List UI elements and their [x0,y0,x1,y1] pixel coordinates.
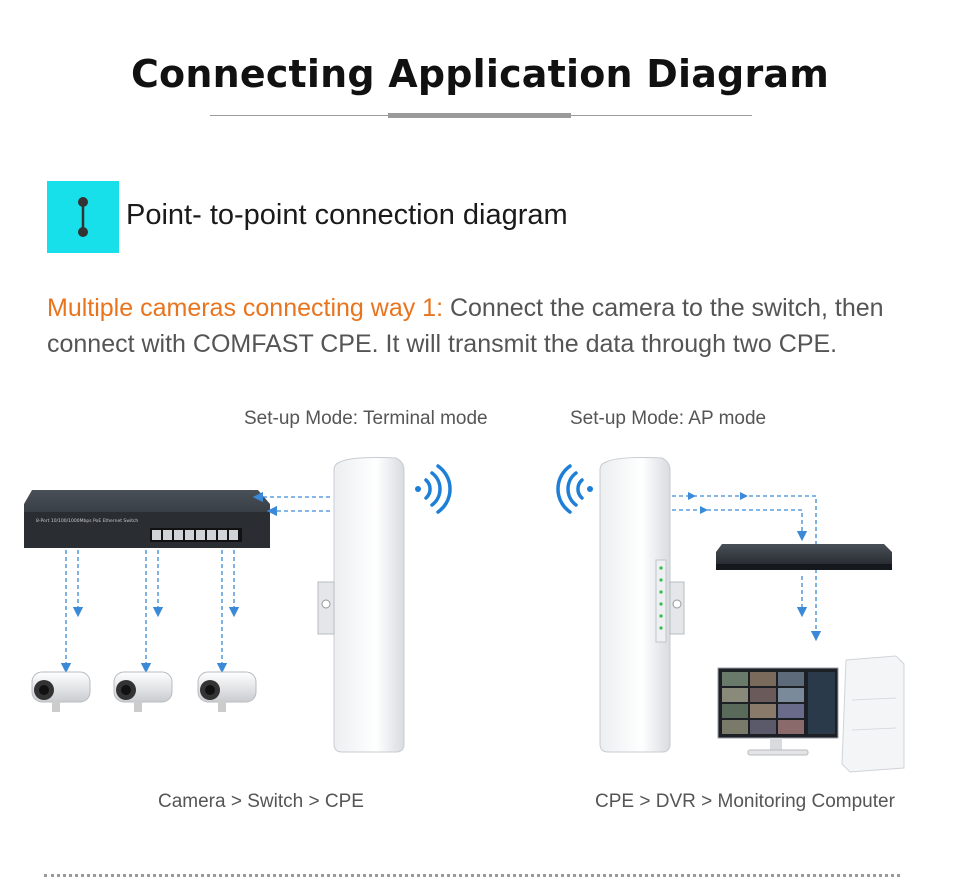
cpe-dvr-arrows [672,495,822,642]
right-mode-label: Set-up Mode: AP mode [570,408,767,429]
monitoring-computer [717,667,839,756]
page-title: Connecting Application Diagram [130,52,830,96]
point-to-point-icon [47,181,119,253]
camera-2 [113,671,173,712]
switch-camera-arrows [60,550,240,674]
description-highlight: Multiple cameras connecting way 1: [47,294,444,322]
switch-label: 8-Port 10/100/1000Mbps PoE Ethernet Swit… [36,518,138,524]
wifi-signal-icon [556,464,593,514]
cpe-ap-unit [599,457,685,753]
dvr-recorder [716,544,892,570]
right-caption: CPE > DVR > Monitoring Computer [595,791,895,812]
bottom-divider [44,874,900,877]
ethernet-switch: 8-Port 10/100/1000Mbps PoE Ethernet Swit… [24,490,270,548]
title-divider-accent [388,113,571,118]
left-mode-label: Set-up Mode: Terminal mode [244,408,488,429]
monitor-video-grid [722,672,835,734]
camera-3 [197,671,257,712]
cpe-dvr-arrowheads [688,492,748,514]
left-caption: Camera > Switch > CPE [158,791,364,812]
cpe-terminal-unit [317,457,405,753]
pc-tower [841,655,905,773]
description-text: Connect the camera to the switch, then c… [47,294,884,358]
switch-cpe-arrows [252,491,330,517]
section-title: Point- to-point connection diagram [126,199,568,231]
camera-1 [31,671,91,712]
wifi-signal-icon [415,464,452,514]
description: Multiple cameras connecting way 1: Conne… [47,290,927,362]
